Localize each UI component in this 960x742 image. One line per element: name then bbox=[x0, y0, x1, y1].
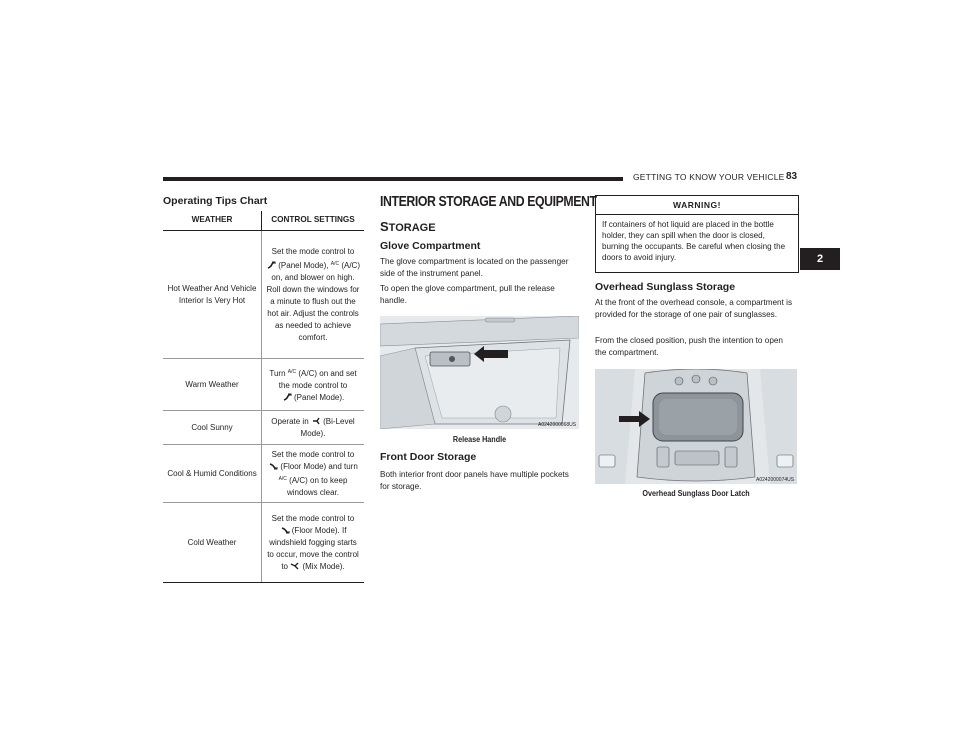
control-cell: Operate in (Bi-Level Mode). bbox=[261, 410, 364, 445]
sunglass-figure: A0242000074US bbox=[595, 369, 797, 484]
control-text: Set the mode control to bbox=[271, 246, 355, 256]
figure-id: A0242000068US bbox=[538, 422, 577, 428]
sunglass-heading: Overhead Sunglass Storage bbox=[595, 281, 736, 293]
sunglass-paragraph-1: At the front of the overhead console, a … bbox=[595, 298, 793, 319]
figure-id: A0242000074US bbox=[756, 477, 795, 483]
control-text: (Panel Mode), bbox=[278, 260, 329, 270]
table-row: Warm Weather Turn A/C (A/C) on and set t… bbox=[163, 358, 364, 411]
operating-tips-table: WEATHER CONTROL SETTINGS Hot Weather And… bbox=[163, 211, 364, 583]
subsection-initial: S bbox=[380, 219, 389, 234]
chapter-tab: 2 bbox=[800, 248, 840, 270]
table-row: Cold Weather Set the mode control to (Fl… bbox=[163, 502, 364, 583]
glove-compartment-illustration bbox=[380, 316, 579, 429]
warning-box: WARNING! If containers of hot liquid are… bbox=[595, 195, 799, 273]
control-text: Set the mode control to bbox=[271, 513, 355, 523]
control-text: (Floor Mode). If windshield fogging star… bbox=[267, 525, 359, 571]
glove-heading: Glove Compartment bbox=[380, 240, 481, 252]
warning-heading: WARNING! bbox=[596, 196, 798, 215]
glove-paragraph-2: To open the glove compartment, pull the … bbox=[380, 284, 555, 305]
glove-figure-caption: Release Handle bbox=[452, 435, 507, 444]
bi-level-mode-icon bbox=[312, 417, 320, 424]
control-cell: Set the mode control to (Floor Mode). If… bbox=[261, 502, 364, 583]
sunglass-paragraph-2: From the closed position, push the inten… bbox=[595, 336, 783, 357]
floor-mode-icon bbox=[281, 526, 290, 534]
control-text: (A/C) on and set the mode control to bbox=[278, 368, 357, 390]
subsection-rest: TORAGE bbox=[388, 222, 436, 234]
warning-text: If containers of hot liquid are placed i… bbox=[602, 220, 786, 262]
overhead-console-illustration bbox=[595, 369, 797, 484]
control-text: (A/C) on to keep windows clear. bbox=[286, 475, 348, 497]
page-number: 83 bbox=[786, 171, 798, 182]
column-header-control: CONTROL SETTINGS bbox=[261, 211, 364, 231]
door-storage-heading: Front Door Storage bbox=[380, 451, 477, 463]
sunglass-figure-caption: Overhead Sunglass Door Latch bbox=[642, 489, 750, 498]
control-cell: Set the mode control to (Panel Mode), A/… bbox=[261, 230, 364, 359]
table-row: Hot Weather And Vehicle Interior Is Very… bbox=[163, 230, 364, 359]
mix-mode-icon bbox=[290, 562, 299, 569]
control-text: (A/C) on, and blower on high. Roll down … bbox=[266, 260, 360, 342]
door-storage-paragraph: Both interior front door panels have mul… bbox=[380, 470, 569, 491]
weather-cell: Cool Sunny bbox=[163, 410, 262, 445]
control-text: Operate in bbox=[271, 416, 309, 426]
control-text: Set the mode control to bbox=[271, 449, 355, 459]
control-text: Turn bbox=[269, 368, 286, 378]
control-text: (Bi-Level Mode). bbox=[300, 416, 355, 438]
section-title: INTERIOR STORAGE AND EQUIPMENT bbox=[380, 193, 597, 210]
panel-mode-icon bbox=[267, 260, 276, 269]
weather-cell: Cool & Humid Conditions bbox=[163, 444, 262, 503]
header-rule bbox=[163, 177, 623, 181]
weather-cell: Cold Weather bbox=[163, 502, 262, 583]
control-text: (Floor Mode) and turn bbox=[280, 461, 358, 471]
table-row: Cool & Humid Conditions Set the mode con… bbox=[163, 444, 364, 503]
control-cell: Set the mode control to (Floor Mode) and… bbox=[261, 444, 364, 503]
ac-icon: A/C bbox=[287, 368, 297, 375]
ac-icon: A/C bbox=[330, 260, 340, 267]
glove-paragraph-1: The glove compartment is located on the … bbox=[380, 257, 569, 278]
subsection-title: STORAGE bbox=[380, 219, 436, 234]
weather-cell: Warm Weather bbox=[163, 358, 262, 411]
table-row: Cool Sunny Operate in (Bi-Level Mode). bbox=[163, 410, 364, 445]
table-header-row: WEATHER CONTROL SETTINGS bbox=[163, 211, 364, 231]
floor-mode-icon bbox=[269, 462, 278, 470]
column-header-weather: WEATHER bbox=[163, 211, 262, 231]
ac-icon: A/C bbox=[278, 475, 287, 482]
running-header-title: GETTING TO KNOW YOUR VEHICLE bbox=[633, 172, 785, 182]
control-text: (Panel Mode). bbox=[293, 392, 345, 402]
glove-compartment-figure: A0242000068US bbox=[380, 316, 579, 429]
weather-cell: Hot Weather And Vehicle Interior Is Very… bbox=[163, 230, 262, 359]
control-cell: Turn A/C (A/C) on and set the mode contr… bbox=[261, 358, 364, 411]
chart-title: Operating Tips Chart bbox=[163, 195, 268, 207]
panel-mode-icon bbox=[283, 392, 292, 401]
control-text: (Mix Mode). bbox=[302, 561, 345, 571]
